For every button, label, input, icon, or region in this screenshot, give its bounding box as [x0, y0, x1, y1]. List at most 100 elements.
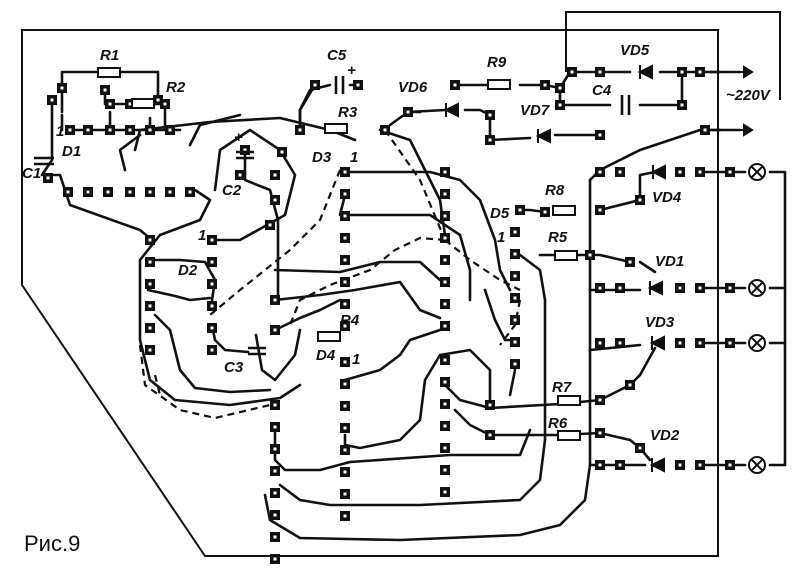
resistor-r5 — [554, 250, 578, 261]
pad-hole — [156, 98, 160, 102]
pad-hole — [443, 192, 447, 196]
pad-hole — [103, 88, 107, 92]
pad-hole — [518, 208, 522, 212]
pad-hole — [148, 238, 152, 242]
diodes — [443, 64, 666, 473]
component-labels: R1 R2 R3 R4 R5 R6 R7 R8 R9 C1 C2 C3 C4 C… — [22, 42, 772, 444]
pad-hole — [558, 86, 562, 90]
resistor-r7 — [557, 395, 581, 406]
pin1-d1: 1 — [56, 123, 64, 140]
resistor-r9 — [487, 79, 511, 90]
pad-hole — [356, 83, 360, 87]
pin1-d3: 1 — [350, 149, 358, 166]
pad-hole — [598, 170, 602, 174]
label-r5: R5 — [548, 229, 568, 246]
pad-hole — [343, 236, 347, 240]
pad-hole — [443, 402, 447, 406]
label-c4: C4 — [592, 82, 612, 99]
pad-hole — [570, 70, 574, 74]
pad-hole — [50, 98, 54, 102]
capacitor-c4 — [620, 95, 631, 115]
pad-hole — [698, 170, 702, 174]
pad-hole — [280, 150, 284, 154]
pad-hole — [638, 446, 642, 450]
resistor-r6 — [557, 430, 581, 441]
pad-hole — [513, 296, 517, 300]
pad-hole — [698, 463, 702, 467]
pad-hole — [443, 468, 447, 472]
pad-hole — [598, 463, 602, 467]
pad-hole — [443, 446, 447, 450]
pad-hole — [108, 128, 112, 132]
diode-vd2 — [649, 457, 665, 473]
mains-arrow-bottom — [720, 123, 754, 137]
pad-hole — [678, 286, 682, 290]
pad-hole — [273, 447, 277, 451]
pad-hole — [513, 362, 517, 366]
label-r7: R7 — [552, 379, 572, 396]
capacitor-c2 — [236, 150, 254, 160]
pad-hole — [488, 138, 492, 142]
label-r1: R1 — [100, 47, 119, 64]
lamp-3 — [748, 334, 766, 352]
pad-hole — [343, 280, 347, 284]
pad-hole — [598, 431, 602, 435]
pad-hole — [273, 557, 277, 561]
capacitor-c5 — [334, 76, 345, 94]
pad-hole — [513, 274, 517, 278]
pad-hole — [443, 236, 447, 240]
pad-hole — [210, 304, 214, 308]
pad-hole — [298, 128, 302, 132]
pad-hole — [678, 170, 682, 174]
resistor-r8 — [552, 205, 576, 216]
pad-hole — [443, 214, 447, 218]
label-r8: R8 — [545, 182, 565, 199]
pad-hole — [618, 463, 622, 467]
pad-hole — [273, 513, 277, 517]
pad-hole — [728, 170, 732, 174]
label-c5: C5 — [327, 47, 347, 64]
pad-hole — [66, 190, 70, 194]
lamp-4 — [748, 456, 766, 474]
label-r4: R4 — [340, 312, 360, 329]
resistor-r2 — [131, 98, 155, 109]
pad-hole — [728, 463, 732, 467]
pad-hole — [513, 318, 517, 322]
label-r6: R6 — [548, 415, 568, 432]
pad-hole — [148, 128, 152, 132]
pad-hole — [513, 252, 517, 256]
pad-hole — [638, 198, 642, 202]
plus-c5: + — [347, 62, 356, 79]
pad-hole — [728, 341, 732, 345]
pad-hole — [443, 302, 447, 306]
pad-hole — [618, 341, 622, 345]
pad-hole — [273, 469, 277, 473]
pad-hole — [598, 398, 602, 402]
pad-hole — [273, 535, 277, 539]
pad-hole — [543, 210, 547, 214]
pad-hole — [443, 324, 447, 328]
pin1-d4: 1 — [352, 351, 360, 368]
pad-hole — [273, 491, 277, 495]
pad-hole — [108, 102, 112, 106]
pad-hole — [343, 258, 347, 262]
pad-hole — [680, 70, 684, 74]
pad-hole — [488, 113, 492, 117]
pad-hole — [128, 102, 132, 106]
pad-hole — [443, 280, 447, 284]
label-vd6: VD6 — [398, 79, 428, 96]
pad-hole — [210, 348, 214, 352]
pad-hole — [558, 103, 562, 107]
figure-caption: Рис.9 — [24, 531, 80, 556]
lamps — [748, 163, 766, 474]
pad-hole — [443, 258, 447, 262]
pad-hole — [86, 128, 90, 132]
pad-hole — [106, 190, 110, 194]
pad-hole — [678, 463, 682, 467]
pad-hole — [148, 260, 152, 264]
label-d5: D5 — [490, 205, 510, 222]
pad-hole — [148, 282, 152, 286]
pad-hole — [383, 128, 387, 132]
label-vd2: VD2 — [650, 427, 680, 444]
pad-hole — [168, 190, 172, 194]
